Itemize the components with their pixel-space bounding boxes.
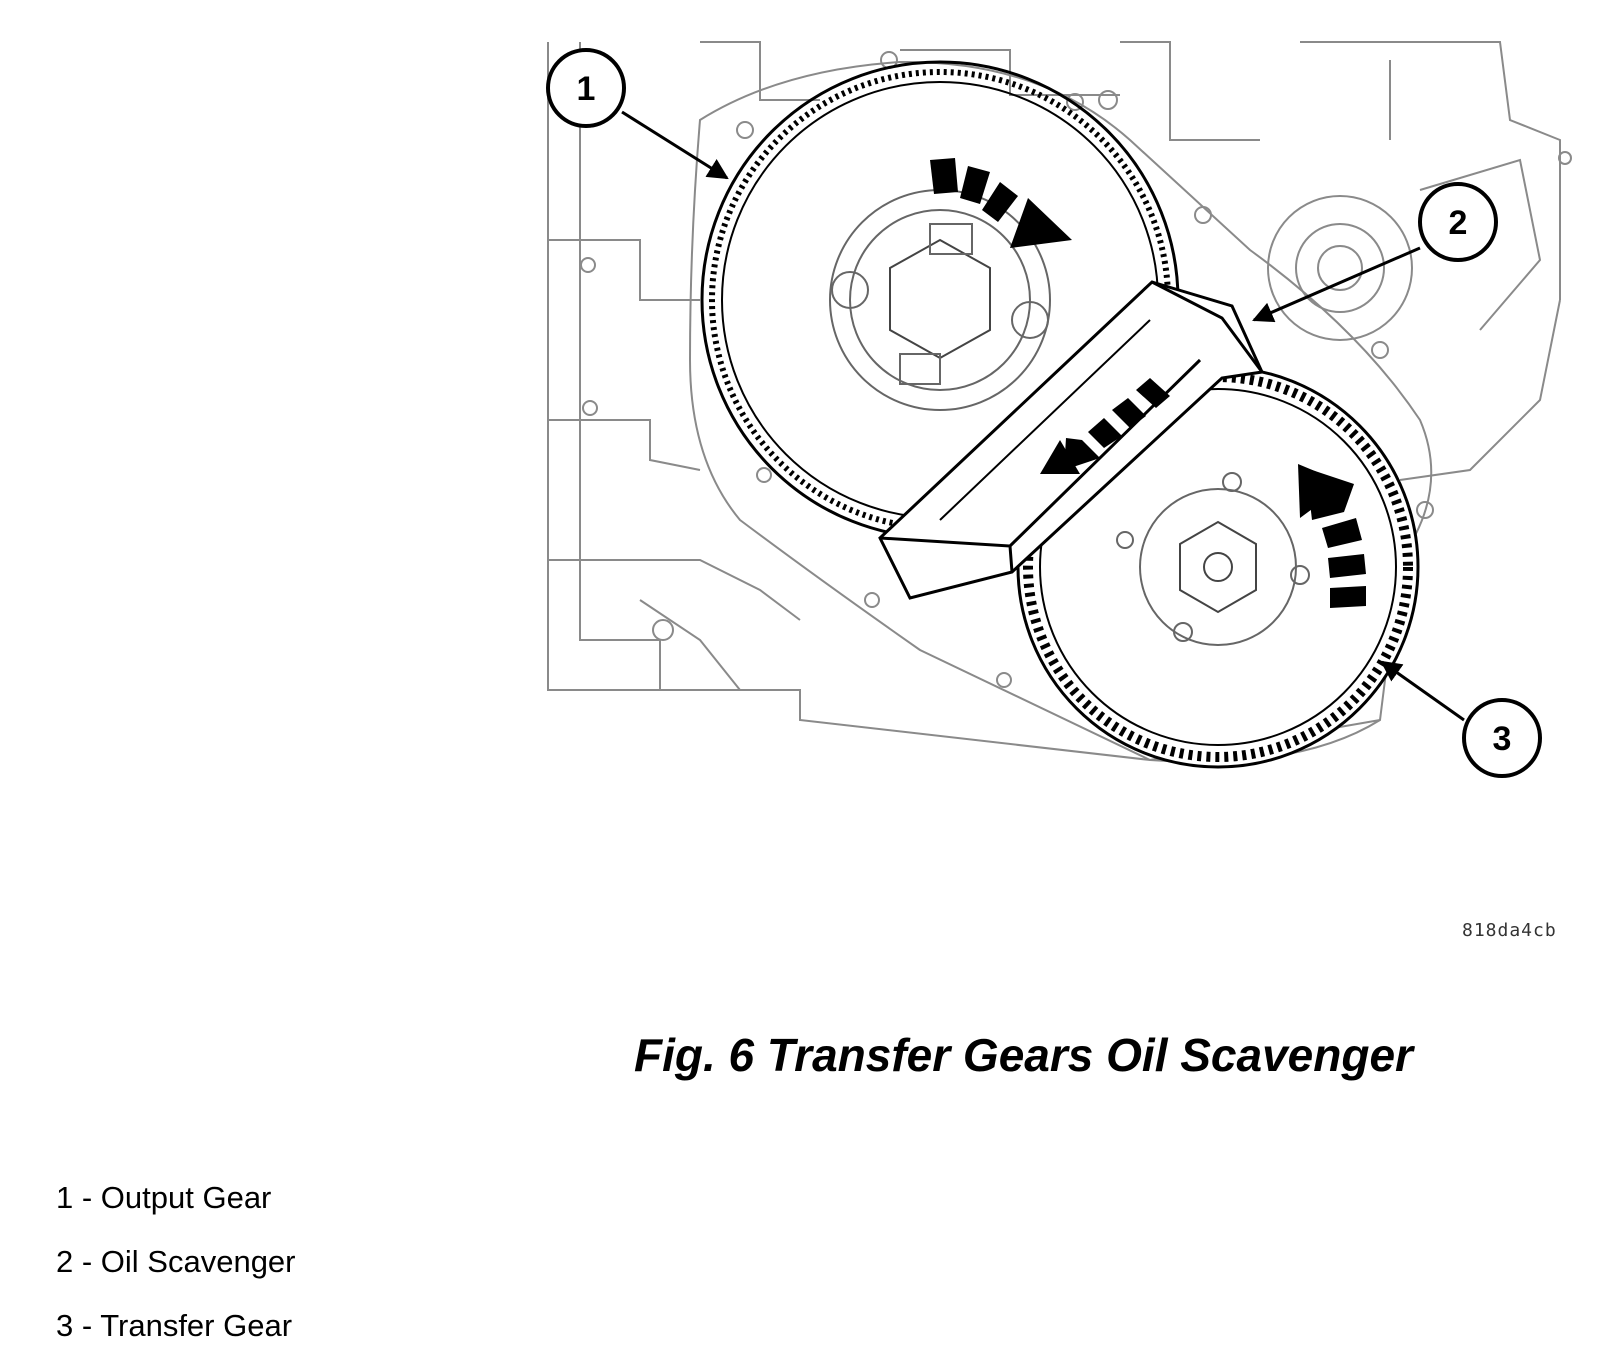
callout-leaders xyxy=(621,110,1465,722)
legend-list: 1 - Output Gear 2 - Oil Scavenger 3 - Tr… xyxy=(56,1166,296,1358)
callout-number: 1 xyxy=(577,70,596,108)
oil-flow-arrow xyxy=(1040,378,1170,474)
legend-item: 3 - Transfer Gear xyxy=(56,1308,293,1343)
callout-number: 2 xyxy=(1449,204,1468,242)
callout-circle xyxy=(1462,698,1542,778)
callout-number: 3 xyxy=(1493,720,1512,758)
figure-caption: Fig. 6 Transfer Gears Oil Scavenger xyxy=(634,1029,1413,1081)
callout-circle xyxy=(1418,182,1498,262)
transfer-gear-rotation-arrow xyxy=(1298,464,1366,608)
legend-item: 2 - Oil Scavenger xyxy=(56,1244,296,1279)
output-gear-rotation-arrow xyxy=(930,158,1072,248)
callout-1: 1 xyxy=(546,48,626,128)
callout-3: 3 xyxy=(1462,698,1542,778)
callout-2: 2 xyxy=(1418,182,1498,262)
callout-circle xyxy=(546,48,626,128)
transfer-gears-illustration: 1 2 3 xyxy=(546,41,1572,778)
legend-item: 1 - Output Gear xyxy=(56,1180,272,1215)
image-code: 818da4cb xyxy=(1462,920,1557,941)
